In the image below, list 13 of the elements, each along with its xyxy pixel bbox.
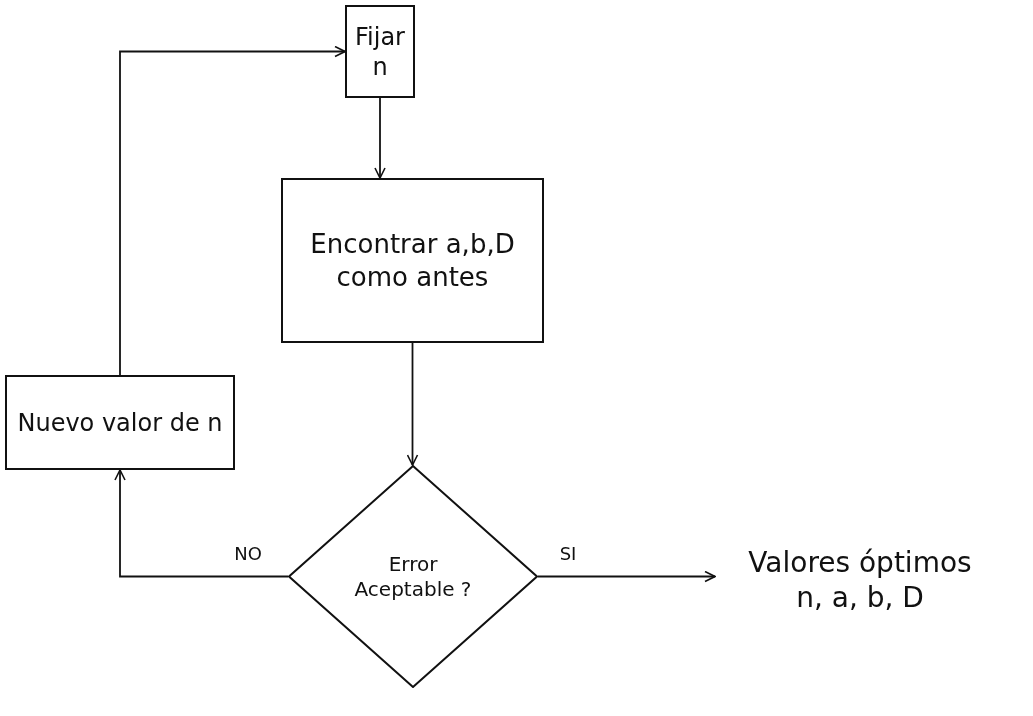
process-box bbox=[345, 5, 415, 98]
node-text: Encontrar a,b,D como antes bbox=[309, 228, 516, 293]
node-text: Fijar n bbox=[354, 21, 406, 82]
node-text: Nuevo valor de n bbox=[17, 407, 223, 438]
arrow bbox=[374, 97, 386, 179]
process-box bbox=[281, 178, 544, 343]
process-box bbox=[5, 375, 235, 470]
arrow bbox=[114, 469, 289, 578]
arrow bbox=[119, 45, 346, 376]
node-text: Error Aceptable ? bbox=[353, 551, 473, 602]
arrow bbox=[406, 342, 419, 466]
result-text: Valores óptimos n, a, b, D bbox=[747, 545, 973, 615]
arrow bbox=[537, 570, 716, 583]
